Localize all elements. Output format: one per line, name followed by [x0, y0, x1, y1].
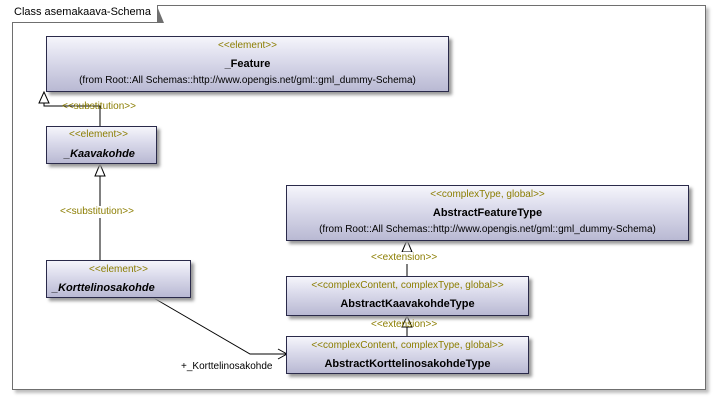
class-abstract-kaavakohde-type[interactable]: <<complexContent, complexType, global>> … [286, 276, 529, 316]
class-name: _Korttelinosakohde [52, 282, 155, 294]
class-name: AbstractFeatureType [432, 207, 543, 219]
substitution-label: <<substitution>> [60, 206, 134, 218]
class-feature[interactable]: <<element>> _Feature (from Root::All Sch… [46, 36, 449, 92]
class-name: AbstractKaavakohdeType [340, 298, 475, 310]
class-origin: (from Root::All Schemas::http://www.open… [319, 224, 656, 235]
class-name: AbstractKorttelinosakohdeType [324, 358, 491, 370]
extension-arrowhead-featuretype [401, 238, 413, 253]
substitution-arrowhead-kaavakohde [94, 162, 106, 177]
association-link-korttelinosakohde-type [151, 296, 287, 355]
extension-label: <<extension>> [371, 252, 438, 264]
class-origin: (from Root::All Schemas::http://www.open… [79, 75, 416, 86]
extension-arrowhead-kaavakohdetype [401, 314, 413, 328]
class-stereotype: <<complexContent, complexType, global>> [311, 340, 504, 351]
class-abstract-feature-type[interactable]: <<complexType, global>> AbstractFeatureT… [286, 185, 689, 241]
class-stereotype: <<complexType, global>> [430, 189, 545, 200]
class-name: _Feature [224, 58, 271, 70]
class-kaavakohde[interactable]: <<element>> _Kaavakohde [46, 126, 157, 164]
class-name: _Kaavakohde [64, 148, 135, 160]
class-abstract-korttelinosakohde-type[interactable]: <<complexContent, complexType, global>> … [286, 336, 529, 374]
diagram-title: Class asemakaava-Schema [12, 5, 164, 23]
association-role-label: +_Korttelinosakohde [181, 361, 273, 372]
substitution-arrowhead-feature [38, 90, 50, 104]
class-korttelinosakohde[interactable]: <<element>> _Korttelinosakohde [46, 260, 191, 298]
class-stereotype: <<complexContent, complexType, global>> [311, 280, 504, 291]
class-stereotype: <<element>> [69, 129, 128, 140]
extension-label: <<extension>> [371, 319, 438, 330]
class-stereotype: <<element>> [89, 264, 148, 275]
substitution-label: <<substitution>> [62, 101, 136, 112]
class-stereotype: <<element>> [218, 40, 277, 51]
